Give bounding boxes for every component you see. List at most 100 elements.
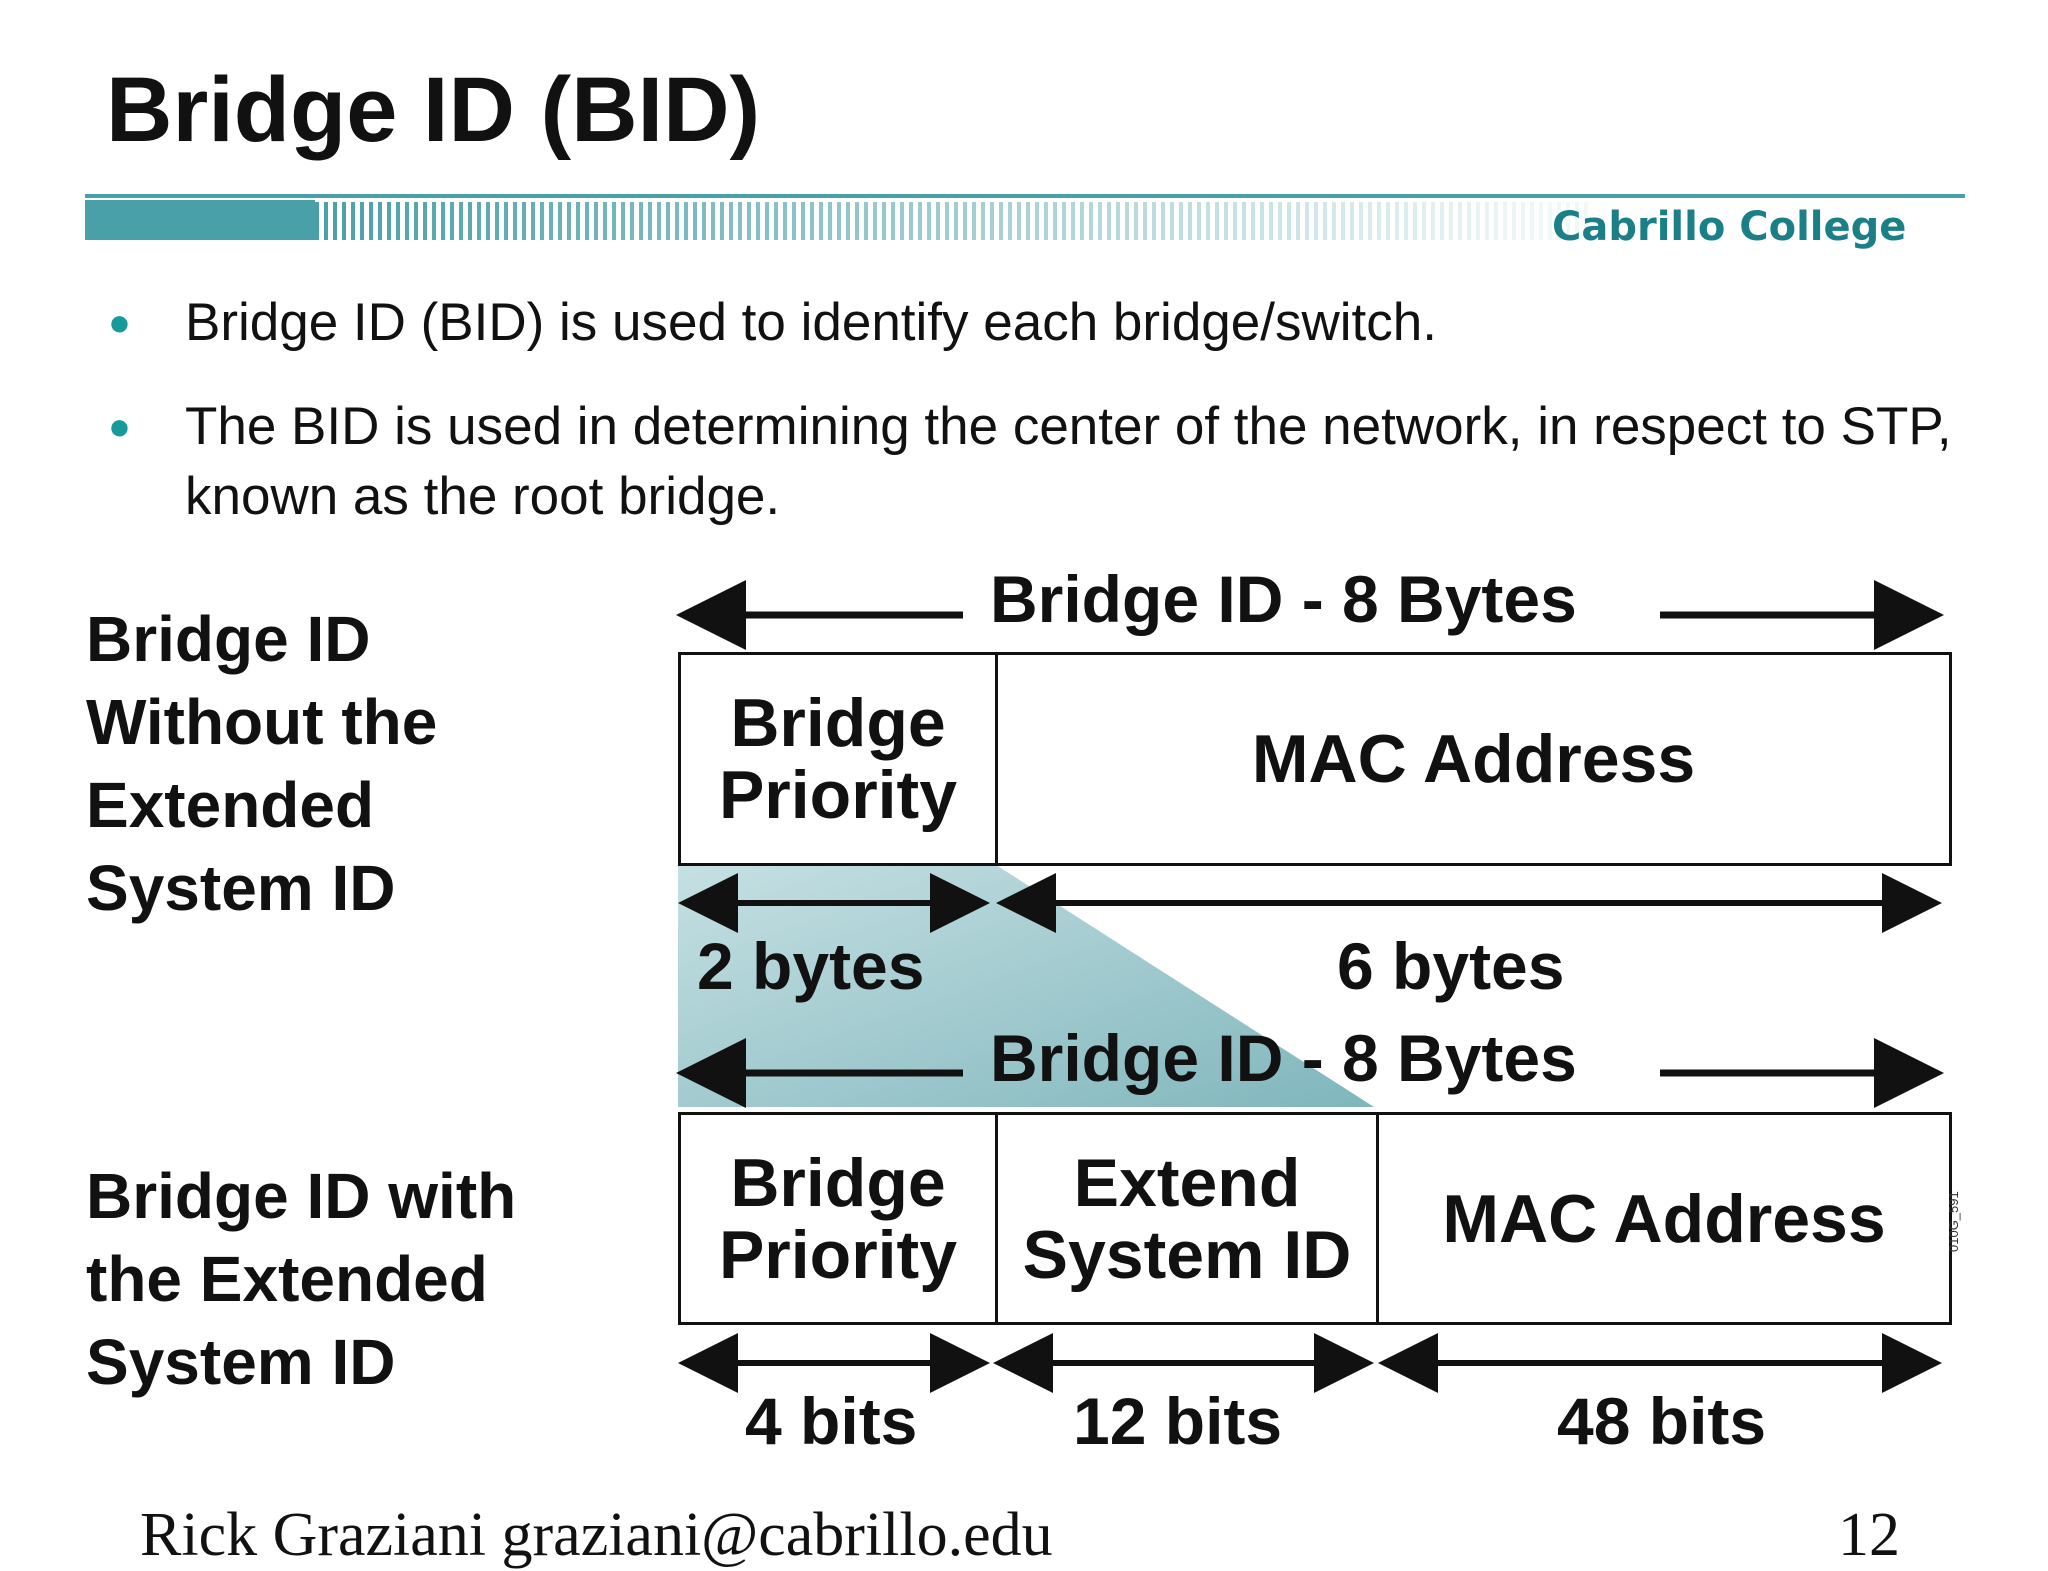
banner-stripe — [1422, 202, 1426, 240]
banner-stripe — [990, 202, 994, 240]
banner-stripe — [486, 202, 490, 240]
banner-stripe — [1233, 202, 1237, 240]
banner-stripe — [414, 202, 418, 240]
banner-stripe — [1476, 202, 1480, 240]
bottom-side-label-line: Bridge ID with — [86, 1160, 517, 1232]
banner-stripe — [1557, 202, 1561, 240]
banner-stripe — [1485, 202, 1489, 240]
banner-stripe — [909, 202, 913, 240]
banner-stripe — [405, 202, 409, 240]
top-side-label-line: System ID — [86, 852, 396, 924]
banner-stripe — [513, 202, 517, 240]
banner-stripe — [720, 202, 724, 240]
banner-stripe — [882, 202, 886, 240]
banner-stripe — [1134, 202, 1138, 240]
banner-stripe — [396, 202, 400, 240]
banner-stripe — [963, 202, 967, 240]
banner-stripe — [945, 202, 949, 240]
banner-stripe — [549, 202, 553, 240]
banner-stripe — [693, 202, 697, 240]
banner-stripe — [819, 202, 823, 240]
banner-stripe — [459, 202, 463, 240]
banner-stripe — [1125, 202, 1129, 240]
bullet-item: ● The BID is used in determining the cen… — [90, 392, 1990, 532]
bottom-span-label: Bridge ID - 8 Bytes — [990, 1021, 1577, 1095]
banner-stripe — [1098, 202, 1102, 240]
bullet-dot-icon: ● — [108, 302, 131, 344]
top-field-mac-address: MAC Address — [995, 652, 1952, 866]
banner-stripe — [1584, 202, 1588, 240]
banner-stripe — [603, 202, 607, 240]
banner-stripe — [702, 202, 706, 240]
bullet-list: ● Bridge ID (BID) is used to identify ea… — [90, 288, 1990, 566]
banner-stripe — [1035, 202, 1039, 240]
banner-stripe — [675, 202, 679, 240]
banner-stripe — [423, 202, 427, 240]
banner-stripe — [387, 202, 391, 240]
banner-stripe — [1161, 202, 1165, 240]
banner-stripe — [1395, 202, 1399, 240]
banner-stripe — [1107, 202, 1111, 240]
banner-stripe — [360, 202, 364, 240]
banner-stripe — [1197, 202, 1201, 240]
banner-stripe — [783, 202, 787, 240]
banner-stripe — [621, 202, 625, 240]
slide-title: Bridge ID (BID) — [106, 59, 761, 161]
banner-stripe — [1062, 202, 1066, 240]
banner-stripe — [1188, 202, 1192, 240]
banner-stripe — [1359, 202, 1363, 240]
bullet-text: Bridge ID (BID) is used to identify each… — [185, 293, 1437, 352]
banner-stripe — [657, 202, 661, 240]
banner-stripe — [333, 202, 337, 240]
field-label-line: Bridge — [730, 685, 946, 761]
banner-stripe — [1287, 202, 1291, 240]
banner-stripe — [594, 202, 598, 240]
banner-stripe — [1404, 202, 1408, 240]
banner-stripe — [801, 202, 805, 240]
banner-stripe — [747, 202, 751, 240]
banner-stripe — [1116, 202, 1120, 240]
top-size-label: 6 bytes — [1337, 929, 1565, 1003]
banner-stripe — [378, 202, 382, 240]
banner-stripe — [1251, 202, 1255, 240]
banner-stripe — [441, 202, 445, 240]
banner-stripe — [765, 202, 769, 240]
header-banner — [85, 194, 1965, 240]
banner-stripe — [981, 202, 985, 240]
bottom-field-mac-address: MAC Address — [1376, 1112, 1952, 1325]
banner-stripe — [1071, 202, 1075, 240]
top-side-label: Bridge ID Without the Extended System ID — [86, 598, 437, 930]
banner-stripe — [315, 202, 319, 240]
banner-stripe — [684, 202, 688, 240]
banner-stripe — [1449, 202, 1453, 240]
banner-stripe — [927, 202, 931, 240]
banner-stripe — [864, 202, 868, 240]
banner-stripe — [873, 202, 877, 240]
banner-stripe — [855, 202, 859, 240]
banner-stripe — [1575, 202, 1579, 240]
banner-stripe — [1566, 202, 1570, 240]
field-label-line: Priority — [718, 1216, 958, 1293]
banner-stripe — [810, 202, 814, 240]
banner-stripe — [837, 202, 841, 240]
banner-stripe — [1368, 202, 1372, 240]
banner-stripe — [999, 202, 1003, 240]
top-size-label: 2 bytes — [697, 929, 925, 1003]
banner-stripe — [756, 202, 760, 240]
bottom-size-label: 48 bits — [1557, 1384, 1767, 1458]
banner-stripe — [558, 202, 562, 240]
bullet-dot-icon: ● — [108, 406, 131, 448]
banner-stripe — [1179, 202, 1183, 240]
bottom-side-label: Bridge ID with the Extended System ID — [86, 1155, 516, 1404]
banner-stripe — [1242, 202, 1246, 240]
banner-stripe — [639, 202, 643, 240]
banner-stripe — [540, 202, 544, 240]
banner-stripe — [1053, 202, 1057, 240]
banner-stripe — [324, 202, 328, 240]
banner-stripe — [846, 202, 850, 240]
banner-stripe — [1314, 202, 1318, 240]
banner-stripe — [531, 202, 535, 240]
banner-stripe — [1215, 202, 1219, 240]
banner-stripe — [1323, 202, 1327, 240]
banner-stripe — [342, 202, 346, 240]
